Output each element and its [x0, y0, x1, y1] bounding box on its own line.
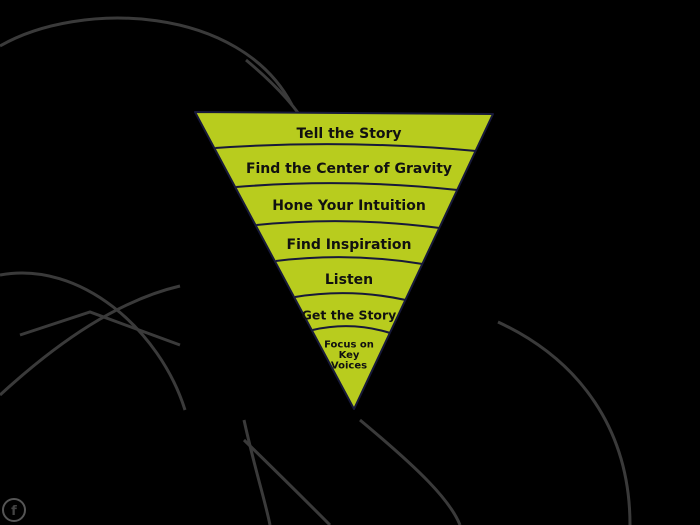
funnel-layer-label: Find Inspiration	[287, 237, 412, 253]
funnel-layer-label: Hone Your Intuition	[272, 198, 426, 214]
decor-arc-bottom-left	[242, 419, 272, 525]
funnel-layer-label: Tell the Story	[296, 126, 401, 142]
layer-separator	[312, 325, 391, 334]
circled-f-icon	[2, 498, 26, 522]
decor-arc-top	[0, 16, 294, 106]
funnel-layer-label: Get the Story	[302, 307, 397, 322]
funnel-layer-label: Find the Center of Gravity	[246, 161, 452, 177]
logo-letter: f	[11, 504, 17, 519]
decor-arc-left	[0, 271, 187, 411]
layer-separator	[294, 292, 406, 301]
funnel-layer-label: Listen	[325, 272, 373, 288]
decor-line-diagonal	[0, 284, 181, 397]
layer-separator	[275, 256, 423, 265]
logo-mark: f	[2, 498, 26, 522]
decor-arc-bottom-center	[242, 438, 332, 525]
layer-separator	[236, 182, 458, 191]
layer-separator	[215, 143, 477, 152]
decor-arc-lower-right	[359, 418, 462, 525]
decor-arc-right	[497, 320, 632, 525]
layer-separator	[256, 220, 440, 229]
decor-line-cross	[19, 310, 181, 347]
